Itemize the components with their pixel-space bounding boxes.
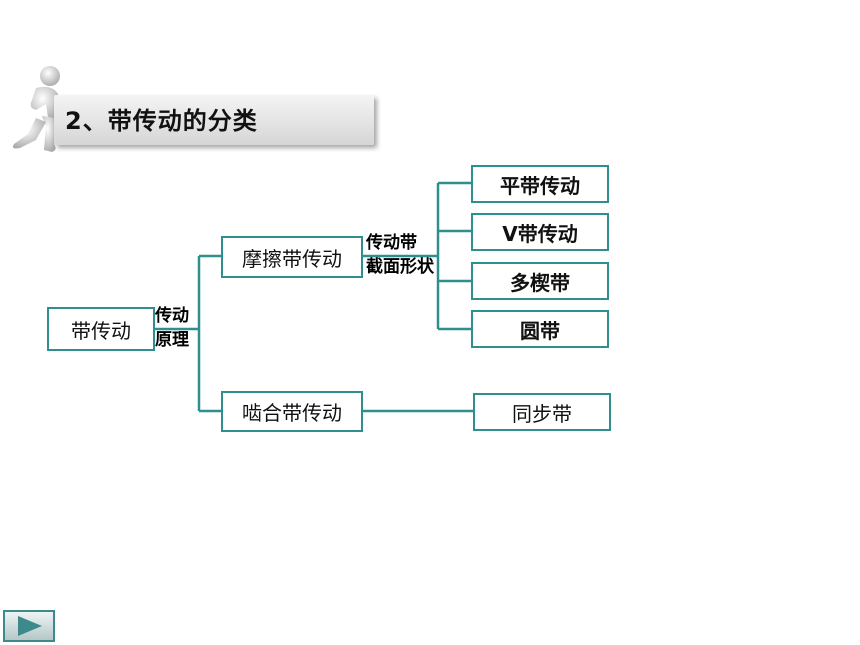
node-round-belt: 圆带 — [471, 310, 609, 348]
edge-label-section-line2: 截面形状 — [366, 257, 434, 277]
node-synchronous-belt: 同步带 — [473, 393, 611, 431]
node-meshing-belt-drive: 啮合带传动 — [221, 391, 363, 432]
next-slide-button[interactable] — [3, 610, 55, 642]
edge-label-principle-line2: 原理 — [155, 330, 189, 350]
node-flat-belt-drive: 平带传动 — [471, 165, 609, 203]
node-v-belt-drive: V带传动 — [471, 213, 609, 251]
title-bar — [54, 95, 374, 145]
play-arrow-icon — [18, 616, 42, 636]
page-title: 2、带传动的分类 — [65, 107, 258, 135]
edge-label-section-line1: 传动带 — [366, 233, 417, 253]
edge-label-principle-line1: 传动 — [155, 306, 189, 326]
edge-label-section-shape: 传动带 截面形状 — [366, 231, 434, 279]
node-multi-wedge-belt: 多楔带 — [471, 262, 609, 300]
node-friction-belt-drive: 摩擦带传动 — [221, 236, 363, 278]
presenter-figure-icon — [12, 66, 60, 152]
edge-label-principle: 传动 原理 — [155, 304, 189, 352]
node-belt-drive: 带传动 — [47, 307, 155, 351]
